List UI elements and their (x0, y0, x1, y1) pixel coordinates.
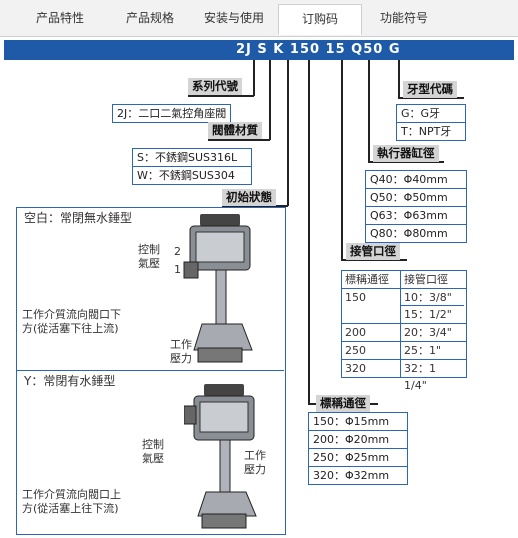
actuator-option: Q63：Φ63mm (366, 206, 466, 224)
tab-product-features[interactable]: 产品特性 (35, 11, 84, 25)
tab-install-usage[interactable]: 安装与使用 (203, 11, 264, 25)
tab-order-code[interactable]: 订购码 (278, 4, 362, 35)
pipe-header-nominal: 標稱通徑 (345, 273, 389, 286)
state-panel2-heading: Y：常閉有水錘型 (24, 374, 116, 388)
tab-bar (0, 0, 518, 37)
material-title: 閥體材質 (208, 122, 262, 139)
nominal-title: 標稱通徑 (316, 395, 370, 412)
state-panel-frame (16, 207, 286, 535)
connector-pipe (341, 60, 343, 260)
pipe-size-cell: 25：1" (400, 342, 464, 359)
pipe-size-cell: 15：1/2" (400, 306, 464, 323)
state-panel-divider (16, 370, 284, 371)
nominal-option: 200：Φ20mm (309, 430, 407, 448)
tab-function-symbol[interactable]: 功能符号 (379, 11, 428, 25)
connector-thread (398, 60, 400, 98)
nominal-option: 250：Φ25mm (309, 448, 407, 466)
actuator-title: 執行器缸徑 (373, 145, 439, 162)
pipe-table-header: 標稱通徑 接管口徑 (342, 271, 466, 289)
pipe-size-cell: 32：1 1/4" (400, 360, 464, 392)
pipe-nominal-cell: 150 (345, 291, 366, 304)
angle-seat-valve-illustration (183, 214, 253, 363)
state-title: 初始狀態 (222, 189, 276, 206)
work-pressure-label: 工作 壓力 (244, 449, 266, 476)
pipe-size-table: 標稱通徑 接管口徑 150 10：3/8" 15：1/2" 200 20：3/4… (341, 270, 467, 392)
control-pressure-label: 控制 氣壓 (138, 243, 160, 270)
actuator-option: Q40：Φ40mm (370, 173, 448, 186)
pipe-size-cell: 20：3/4" (400, 324, 464, 341)
table-row: 200 20：3/4" (342, 323, 466, 341)
pipe-nominal-cell: 200 (345, 326, 366, 339)
nominal-options: 150：Φ15mm 200：Φ20mm 250：Φ25mm 320：Φ32mm (308, 412, 408, 485)
series-underline (188, 95, 254, 97)
connector-actuator (368, 60, 370, 162)
nominal-option: 320：Φ32mm (309, 466, 407, 484)
connector-state (287, 60, 289, 206)
material-options: S：不銹鋼SUS316L W：不銹鋼SUS304 (132, 148, 252, 185)
series-option: 2J：二口二氣控角座閥 (117, 107, 227, 120)
actuator-options: Q40：Φ40mm Q50：Φ50mm Q63：Φ63mm Q80：Φ80mm (365, 170, 467, 243)
angle-seat-valve-illustration (184, 384, 257, 529)
work-pressure-label: 工作 壓力 (170, 338, 192, 365)
nominal-option: 150：Φ15mm (313, 415, 390, 428)
thread-option: G：G牙 (401, 107, 441, 120)
state-panel1-heading: 空白：常閉無水錘型 (24, 211, 133, 225)
pipe-title: 接管口徑 (346, 243, 400, 260)
thread-option: T：NPT牙 (397, 122, 465, 140)
model-code: 2J S K 150 15 Q50 G (236, 42, 401, 57)
table-row: 250 25：1" (342, 341, 466, 359)
port-2-label: 2 (174, 245, 181, 258)
flow-direction-text: 工作介質流向閥口下 方(從活塞下往上流) (22, 308, 121, 335)
table-row: 320 32：1 1/4" (342, 359, 466, 392)
pipe-size-cell: 10：3/8" (400, 289, 464, 306)
port-1-label: 1 (174, 263, 181, 276)
material-option: W：不銹鋼SUS304 (133, 166, 251, 184)
series-options: 2J：二口二氣控角座閥 (112, 104, 232, 123)
connector-material (269, 60, 271, 140)
material-option: S：不銹鋼SUS316L (137, 151, 238, 164)
series-title: 系列代號 (188, 78, 242, 95)
pipe-header-size: 接管口徑 (400, 271, 464, 288)
pipe-nominal-cell: 250 (345, 344, 366, 357)
connector-nominal (308, 60, 310, 404)
actuator-option: Q80：Φ80mm (366, 224, 466, 242)
flow-direction-text: 工作介質流向閥口上 方(從活塞上往下流) (22, 488, 121, 515)
actuator-option: Q50：Φ50mm (366, 188, 466, 206)
pipe-nominal-cell: 320 (345, 362, 366, 375)
tab-product-specs[interactable]: 产品规格 (125, 11, 174, 25)
model-code-bar (4, 40, 514, 60)
thread-title: 牙型代碼 (403, 81, 457, 98)
table-row: 150 10：3/8" 15：1/2" (342, 289, 466, 323)
control-pressure-label: 控制 氣壓 (142, 438, 164, 465)
material-underline (208, 139, 270, 141)
thread-options: G：G牙 T：NPT牙 (396, 104, 466, 141)
connector-series (253, 60, 255, 96)
